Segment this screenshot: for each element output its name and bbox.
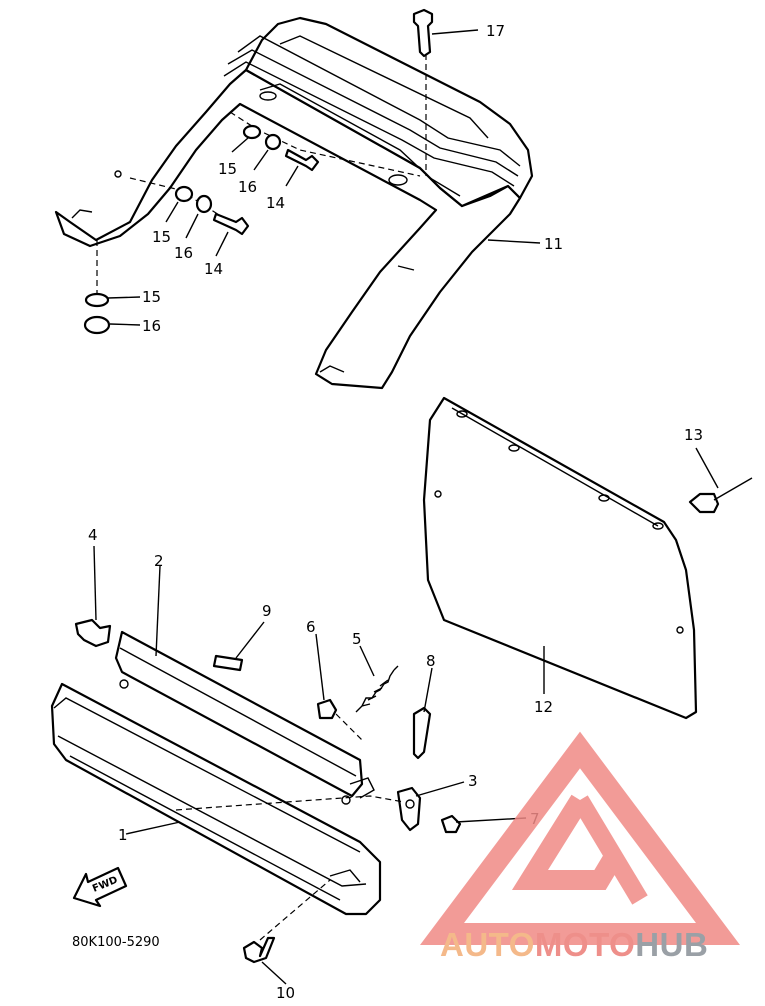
part-9-label (212, 654, 244, 672)
carrier-hardware (83, 8, 434, 335)
callout-15-upper: 15 (218, 160, 237, 178)
part-5-spring (355, 665, 399, 713)
part-13-rivet (688, 477, 753, 514)
callout-2: 2 (154, 552, 164, 570)
washer-15-lower (84, 292, 110, 308)
callout-13: 13 (684, 426, 703, 444)
part-7-nut (440, 814, 462, 834)
part-12-plate (422, 396, 698, 720)
part-10-screw (242, 936, 276, 964)
lockwasher-16-middle (195, 194, 213, 214)
bolt-14-middle (212, 212, 250, 236)
diagram-code: 80K100-5290 (72, 935, 160, 950)
callout-14-middle: 14 (204, 260, 223, 278)
callout-9: 9 (262, 602, 272, 620)
washer-15-upper (242, 124, 262, 140)
automotohub-logo-icon (420, 731, 740, 945)
callout-4: 4 (88, 526, 98, 544)
callout-15-lower: 15 (142, 288, 161, 306)
watermark-text: AUTOMOTOHUB (440, 926, 708, 963)
leader-lines (93, 29, 719, 985)
bolt-17 (412, 8, 434, 58)
callout-16-middle: 16 (174, 244, 193, 262)
part-3-latch (396, 786, 422, 832)
callout-15-middle: 15 (152, 228, 171, 246)
part-11-carrier (54, 16, 534, 390)
callout-3: 3 (468, 772, 478, 790)
washer-15-middle (174, 185, 194, 203)
callout-11: 11 (544, 235, 563, 253)
part-6-pin (316, 698, 338, 720)
part-4-bracket (74, 618, 112, 648)
callout-14-upper: 14 (266, 194, 285, 212)
callout-16-lower: 16 (142, 317, 161, 335)
bolt-14-upper (284, 148, 320, 172)
fwd-arrow: FWD (72, 866, 128, 908)
nut-16-lower (83, 315, 111, 335)
callout-10: 10 (276, 984, 295, 1002)
part-1-cover (50, 682, 382, 916)
callout-6: 6 (306, 618, 316, 636)
callout-17: 17 (486, 22, 505, 40)
callout-5: 5 (352, 630, 362, 648)
part-8-key (412, 706, 432, 760)
part-2-panel (114, 630, 375, 805)
callout-8: 8 (426, 652, 436, 670)
lockwasher-16-upper (264, 133, 282, 151)
callout-12: 12 (534, 698, 553, 716)
callout-16-upper: 16 (238, 178, 257, 196)
callout-1: 1 (118, 826, 128, 844)
